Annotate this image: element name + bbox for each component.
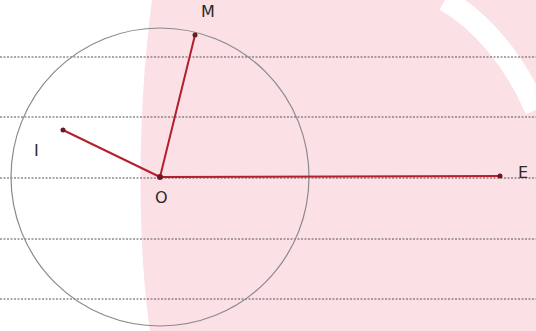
- segments: [63, 35, 500, 177]
- points: [61, 33, 503, 181]
- ruled-lines: [0, 57, 536, 299]
- point-label: E: [518, 165, 528, 181]
- point-label: M: [201, 4, 215, 20]
- watermark: [445, 0, 536, 110]
- point-label: I: [34, 143, 39, 159]
- point-label: O: [155, 190, 168, 206]
- watermark: [141, 0, 536, 331]
